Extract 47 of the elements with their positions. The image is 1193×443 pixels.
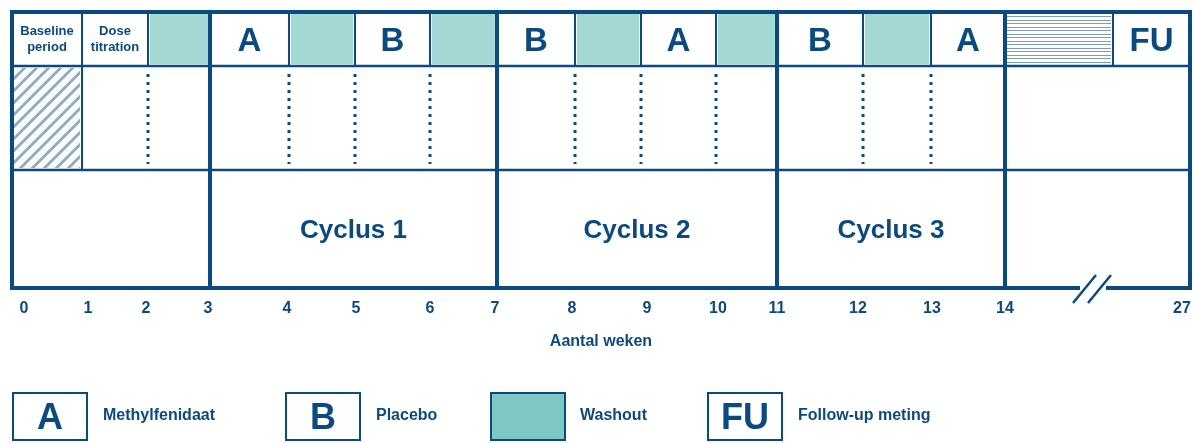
key-caption: Follow-up meting <box>798 406 931 424</box>
axis-tick-label: 11 <box>768 299 786 317</box>
phase-label: Dose titration <box>89 22 141 56</box>
axis-tick-label: 4 <box>282 299 292 317</box>
axis-tick-label: 1 <box>83 299 93 317</box>
axis-title: Aantal weken <box>549 332 653 350</box>
hatched-cell <box>14 68 80 168</box>
phase-label: A <box>956 22 980 56</box>
legend-key-letter: B <box>310 398 336 435</box>
legend-key-box <box>285 392 361 441</box>
phase-label: Baseline period <box>19 22 75 56</box>
phase-label: B <box>524 22 548 56</box>
cycle-label: Cyclus 2 <box>583 216 691 242</box>
washout-cell <box>150 14 208 64</box>
axis-tick-label: 0 <box>19 299 29 317</box>
axis-tick-label: 14 <box>996 299 1014 317</box>
legend-key-letter: A <box>37 398 63 435</box>
legend-key-letter: FU <box>721 398 769 435</box>
washout-cell <box>577 14 639 64</box>
axis-tick-label: 3 <box>203 299 213 317</box>
axis-tick-label: 6 <box>425 299 435 317</box>
axis-tick-label: 5 <box>351 299 361 317</box>
axis-tick-label: 2 <box>141 299 151 317</box>
washout-cell <box>291 14 353 64</box>
legend-key-box <box>12 392 88 441</box>
axis-tick-label: 9 <box>642 299 652 317</box>
axis-tick-label: 7 <box>490 299 500 317</box>
legend-key-box <box>707 392 783 441</box>
axis-tick-label: 12 <box>849 299 867 317</box>
washout-cell <box>718 14 775 64</box>
axis-tick-label: 27 <box>1173 299 1191 317</box>
axis-tick-label: 8 <box>567 299 577 317</box>
phase-label: B <box>808 22 832 56</box>
phase-label: FU <box>1129 22 1174 56</box>
washout-cell <box>865 14 929 64</box>
washout-cell <box>432 14 495 64</box>
key-caption: Methylfenidaat <box>103 406 215 424</box>
axis-tick-label: 13 <box>923 299 941 317</box>
legend-label: Washout <box>580 406 647 424</box>
phase-label: A <box>237 22 262 56</box>
cycle-label: Cyclus 1 <box>300 216 407 242</box>
hatched-cell <box>1007 14 1111 64</box>
cycle-label: Cyclus 3 <box>837 216 945 242</box>
axis-tick-label: 10 <box>709 299 727 317</box>
phase-label: B <box>380 22 405 56</box>
phase-label: A <box>666 22 691 56</box>
key-caption: Placebo <box>376 406 438 424</box>
